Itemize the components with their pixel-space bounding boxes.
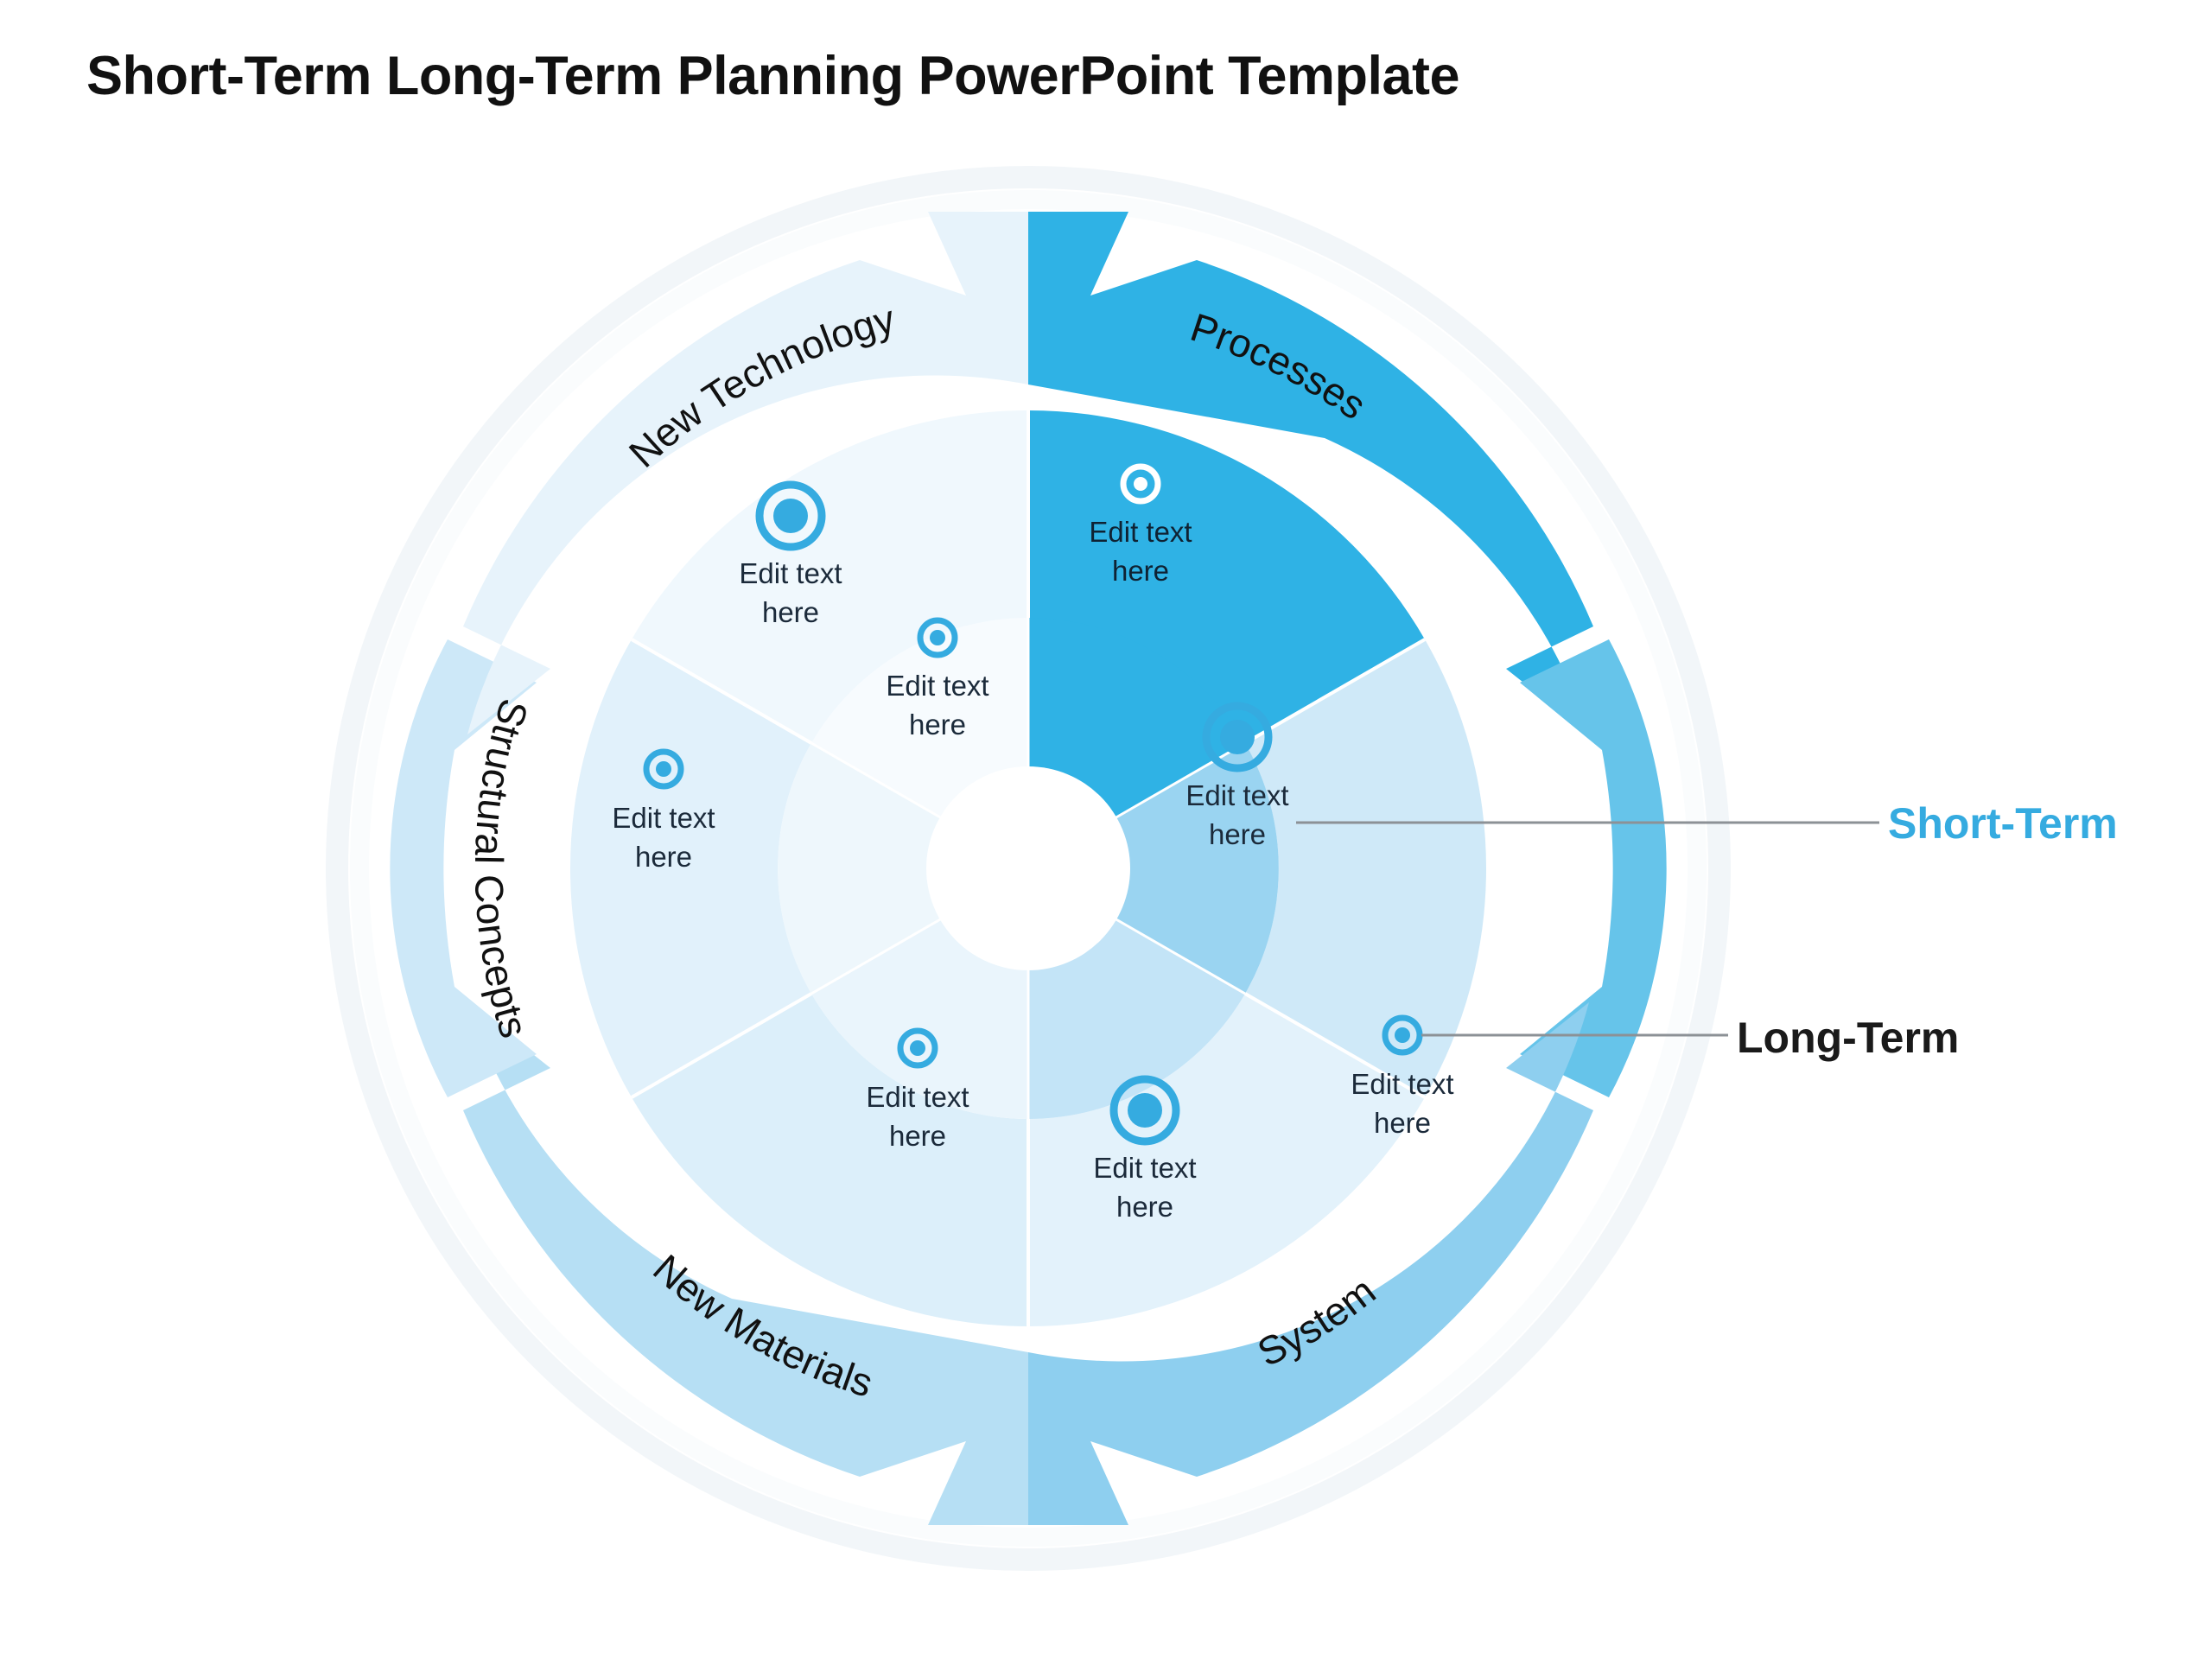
edit-text-line1: Edit text (1089, 516, 1192, 548)
outer-segment-structural-concepts[interactable] (390, 639, 537, 1097)
outer-label-structural-concepts: Structural Concepts (467, 694, 537, 1042)
edit-text-line1: Edit text (1185, 779, 1288, 811)
marker-processes-group[interactable]: Edit text here (1089, 463, 1192, 587)
legend-long-term-label[interactable]: Long-Term (1737, 1014, 1959, 1062)
outer-segment-new-materials[interactable] (463, 1002, 1028, 1525)
marker-long-term-group[interactable]: Edit text here (1351, 1014, 1454, 1139)
outer-halo-ring-inner (350, 190, 1707, 1547)
edit-text-line2: here (909, 709, 966, 741)
outer-segment-new-technology[interactable] (463, 212, 1028, 734)
edit-text-line1: Edit text (1351, 1068, 1453, 1100)
edit-text-line2: here (1112, 555, 1169, 587)
marker-dot-icon (656, 761, 671, 777)
edit-text-line1: Edit text (612, 802, 715, 834)
page-title: Short-Term Long-Term Planning PowerPoint… (86, 46, 1460, 106)
marker-ring-icon (917, 617, 958, 658)
inner-segment-system[interactable] (1028, 918, 1245, 1119)
planning-wheel-diagram: Processes Machine System New Materials S… (0, 130, 2212, 1659)
marker-system-group[interactable]: Edit text here (1093, 1075, 1197, 1223)
marker-ring-icon (643, 748, 684, 790)
edit-text-line2: here (889, 1120, 946, 1152)
marker-dot-icon (1134, 477, 1147, 491)
marker-ring-icon (755, 480, 826, 551)
outer-segment-machine[interactable] (1520, 639, 1667, 1097)
outer-ring-group (390, 212, 1667, 1525)
outer-halo-ring (326, 166, 1731, 1571)
inner-ring-separators (810, 618, 1246, 1119)
inner-segment-structural[interactable] (778, 743, 942, 994)
marker-dot-icon (773, 499, 808, 533)
marker-new-technology-group[interactable]: Edit text here (739, 480, 842, 628)
marker-ring-icon (897, 1027, 938, 1069)
inner-segment-machine[interactable] (1115, 743, 1279, 994)
marker-dot-icon (930, 630, 945, 645)
marker-inner-top-group[interactable]: Edit text here (886, 617, 989, 741)
edit-text-line2: here (762, 596, 819, 628)
middle-segment-system[interactable] (1028, 994, 1425, 1326)
outer-segment-system[interactable] (1028, 1002, 1593, 1525)
edit-text-line1: Edit text (886, 670, 988, 702)
middle-segment-new-materials[interactable] (632, 994, 1028, 1326)
inner-segment-new-technology[interactable] (811, 618, 1028, 818)
middle-segment-machine[interactable] (1245, 639, 1487, 1097)
marker-ring-icon (1109, 1075, 1180, 1146)
inner-segment-processes[interactable] (1028, 618, 1245, 818)
edit-text-line1: Edit text (866, 1081, 969, 1113)
inner-ring-group (778, 618, 1279, 1119)
marker-dot-icon (1395, 1027, 1410, 1043)
marker-dot-icon (1220, 720, 1255, 754)
marker-dot-icon (910, 1040, 925, 1056)
center-hub (926, 766, 1130, 970)
middle-segment-structural[interactable] (569, 639, 811, 1097)
edit-text-line2: here (1209, 818, 1266, 850)
edit-text-line2: here (1116, 1191, 1173, 1223)
edit-text-line2: here (635, 841, 692, 873)
edit-text-line1: Edit text (1093, 1152, 1196, 1184)
edit-text-line2: here (1374, 1107, 1431, 1139)
marker-ring-icon (1202, 702, 1273, 772)
legend-short-term-label[interactable]: Short-Term (1888, 799, 2118, 848)
marker-machine-group[interactable]: Edit text here (1185, 702, 1289, 850)
edit-text-line1: Edit text (739, 557, 842, 589)
marker-ring-icon (1382, 1014, 1423, 1056)
marker-inner-bottom-group[interactable]: Edit text here (866, 1027, 969, 1152)
inner-segment-new-materials[interactable] (811, 918, 1028, 1119)
marker-dot-icon (1128, 1093, 1162, 1128)
marker-structural-group[interactable]: Edit text here (612, 748, 715, 873)
marker-ring-icon (1120, 463, 1161, 505)
outer-segment-processes[interactable] (1028, 212, 1593, 734)
